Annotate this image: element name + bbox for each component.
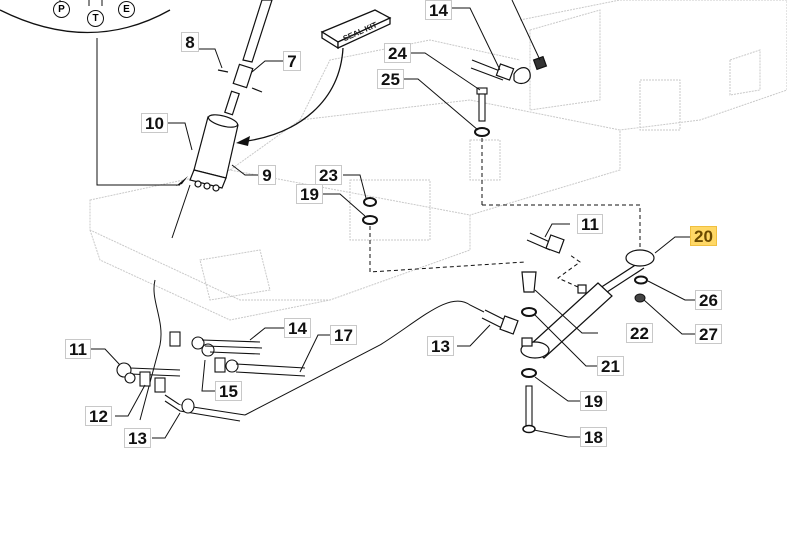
callout-12[interactable]: 12	[85, 406, 112, 426]
chassis-frame-background	[89, 0, 787, 321]
dashed-connector	[482, 204, 641, 248]
callout-9[interactable]: 9	[258, 165, 276, 185]
callout-26[interactable]: 26	[695, 290, 722, 310]
bushing-22-icon	[521, 271, 537, 293]
steering-column-icon	[217, 0, 273, 116]
callout-23[interactable]: 23	[315, 165, 342, 185]
leader	[511, 0, 541, 61]
port-diagram-circle	[0, 9, 171, 34]
bolt-24-icon	[476, 87, 488, 122]
dashed-connector	[369, 226, 526, 273]
callout-19[interactable]: 19	[296, 184, 323, 204]
callout-22[interactable]: 22	[626, 323, 653, 343]
washer-26-icon	[634, 275, 648, 285]
arrow-head	[236, 136, 250, 146]
washer-25-icon	[474, 127, 490, 137]
callout-18[interactable]: 18	[580, 427, 607, 447]
seal-kit-arrow-line	[239, 47, 344, 143]
hose-line	[139, 279, 162, 421]
nut-23-icon	[363, 197, 377, 207]
callout-27[interactable]: 27	[695, 324, 722, 344]
callout-7[interactable]: 7	[283, 51, 301, 71]
port-t-label: T	[87, 10, 104, 27]
hose-line	[244, 300, 485, 416]
nut-27-icon	[634, 293, 646, 303]
steering-unit-lead	[171, 184, 191, 239]
seal-kit-icon: SEAL KIT	[320, 9, 392, 50]
hose-14-icon	[470, 55, 548, 85]
callout-20-highlighted[interactable]: 20	[690, 226, 717, 246]
arrow-head	[176, 176, 188, 186]
port-e-label: E	[118, 1, 135, 18]
port-connector-line	[96, 38, 180, 186]
callout-17[interactable]: 17	[330, 325, 357, 345]
steering-unit-icon	[189, 114, 239, 192]
callout-21[interactable]: 21	[597, 356, 624, 376]
bolt-18-icon	[525, 385, 533, 427]
bolt-18-head-icon	[522, 424, 536, 434]
port-p-label: P	[53, 1, 70, 18]
hose-11-icon	[526, 232, 565, 254]
callout-13[interactable]: 13	[124, 428, 151, 448]
dashed-connector	[557, 254, 581, 288]
callout-14[interactable]: 14	[425, 0, 452, 20]
callout-10[interactable]: 10	[141, 113, 168, 133]
callout-15[interactable]: 15	[215, 381, 242, 401]
callout-24[interactable]: 24	[384, 43, 411, 63]
callout-13[interactable]: 13	[427, 336, 454, 356]
washer-19-icon	[362, 215, 378, 225]
steering-cylinder-icon	[520, 249, 655, 359]
callout-25[interactable]: 25	[377, 69, 404, 89]
washer-19-icon	[521, 368, 537, 378]
fittings-cluster-icon	[116, 331, 306, 422]
callout-11[interactable]: 11	[65, 339, 91, 359]
callout-11[interactable]: 11	[577, 214, 603, 234]
callout-19[interactable]: 19	[580, 391, 607, 411]
hose-13-icon	[481, 309, 519, 335]
leader-lines	[90, 7, 695, 439]
callout-8[interactable]: 8	[181, 32, 199, 52]
seal-21-icon	[521, 307, 537, 317]
callout-14[interactable]: 14	[284, 318, 311, 338]
